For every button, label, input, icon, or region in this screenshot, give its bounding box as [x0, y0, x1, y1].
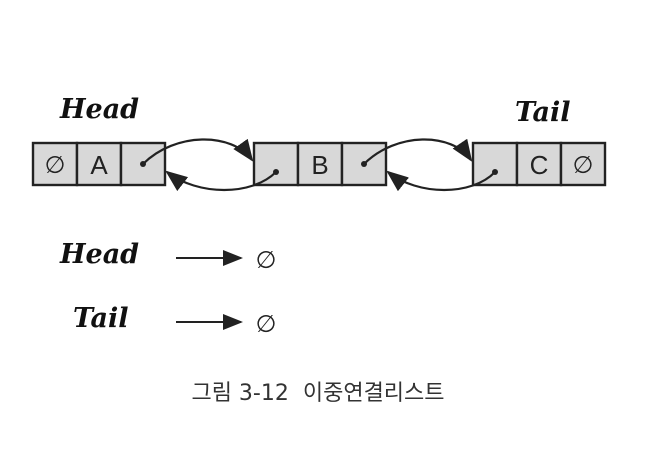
empty-tail-label: Tail	[73, 303, 129, 334]
link-b-to-a-arrow	[165, 170, 277, 192]
node-c-next-cell	[559, 141, 607, 187]
figure-caption: 그림 3-12 이중연결리스트	[191, 381, 444, 406]
node-a: ∅ A	[31, 141, 167, 187]
node-b-prev-cell	[252, 141, 300, 187]
node-c-value: C	[530, 150, 549, 180]
link-b-to-c-arrow	[363, 138, 473, 165]
node-a-value-cell	[75, 141, 123, 187]
node-a-prev-cell	[31, 141, 79, 187]
link-a-to-b-arrow	[142, 138, 254, 165]
empty-tail-null: ∅	[256, 310, 277, 338]
head-label: Head	[59, 94, 139, 125]
node-c-prev-cell	[471, 141, 519, 187]
node-a-value: A	[90, 150, 108, 180]
node-c: C ∅	[471, 141, 607, 187]
empty-head-null: ∅	[256, 246, 277, 274]
empty-head-label: Head	[59, 239, 139, 270]
tail-label: Tail	[515, 97, 571, 128]
node-c-next-null: ∅	[573, 151, 594, 179]
node-b-value: B	[311, 150, 328, 180]
link-c-to-b-arrow	[386, 170, 496, 192]
node-b: B	[252, 141, 388, 187]
node-a-prev-null: ∅	[45, 151, 66, 179]
